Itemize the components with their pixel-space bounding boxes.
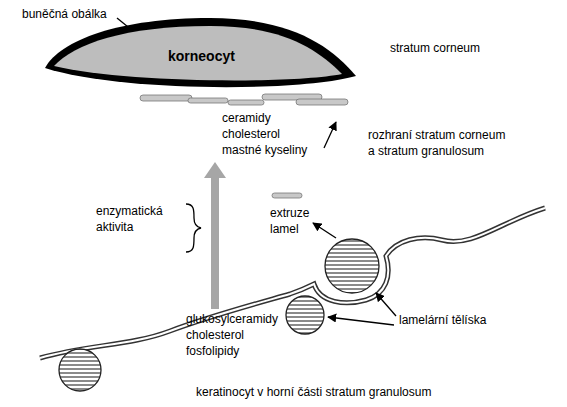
interface-label: rozhraní stratum corneum a stratum granu… bbox=[368, 127, 505, 159]
enzyme-label: enzymatická aktivita bbox=[96, 203, 163, 235]
layer-label: stratum corneum bbox=[390, 40, 480, 56]
lamellar-bodies bbox=[59, 239, 379, 391]
extrusion-label: extruze lamel bbox=[270, 205, 309, 237]
lipid-list: ceramidy cholesterol mastné kyseliny bbox=[222, 110, 307, 158]
brace bbox=[186, 204, 201, 252]
envelope-label: buněčná obálka bbox=[22, 6, 107, 22]
body-label: lamelární tělíska bbox=[399, 312, 486, 328]
enzymatic-arrow bbox=[204, 162, 226, 309]
corneocyte-cell: korneocyt bbox=[40, 12, 360, 96]
lamellae bbox=[140, 94, 348, 198]
precursor-list: glukosylceramidy cholesterol fosfolipidy bbox=[186, 311, 278, 359]
cell-name: korneocyt bbox=[168, 48, 235, 64]
keratinocyte-label: keratinocyt v horní části stratum granul… bbox=[196, 384, 431, 400]
